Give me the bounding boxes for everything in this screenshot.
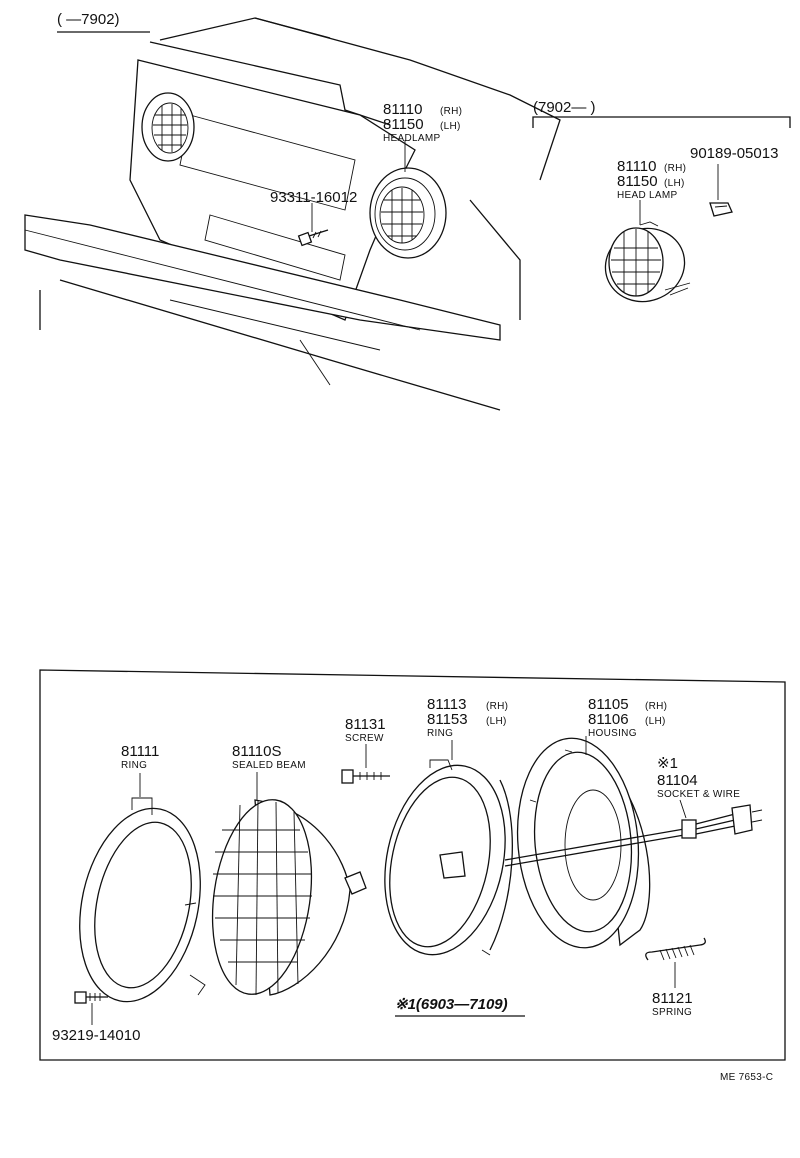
inner-ring-part-number-lh: 81153 (427, 711, 468, 728)
part-name: HEADLAMP (383, 133, 440, 144)
socket-part-number: 81104 (657, 772, 698, 789)
spring-icon (645, 937, 706, 961)
outer-ring-name: RING (121, 760, 147, 771)
rh-tag: (RH) (440, 106, 462, 117)
bolt-icon (74, 991, 108, 1004)
sealed-beam-name: SEALED BEAM (232, 760, 306, 771)
clip-icon (709, 202, 733, 217)
housing-part-number-rh: 81105 (588, 696, 629, 713)
clip-part-number: 90189-05013 (690, 145, 778, 162)
rh-tag: (RH) (645, 701, 667, 712)
socket-wire-icon (504, 804, 763, 867)
screw-icon (341, 769, 390, 784)
exploded-view: 81111 RING 93219-14010 (39, 669, 786, 1061)
rh-tag: (RH) (486, 701, 508, 712)
spring-part-number: 81121 (652, 990, 693, 1007)
part-number-lh: 81150 (617, 173, 658, 190)
top-left-range: ( —7902) (57, 11, 150, 33)
range-label-post-7902: (7902— ) (533, 99, 596, 116)
top-right-section: (7902— ) 90189-05013 81110 (RH) 81150 (L… (532, 99, 791, 303)
top-left-headlamp-label: 81110 (RH) 81150 (LH) HEADLAMP (383, 101, 462, 144)
lh-tag: (LH) (440, 121, 461, 132)
footnote-range: ※1(6903—7109) (395, 996, 508, 1013)
housing-icon (516, 737, 651, 949)
bolt-part-number: 93219-14010 (52, 1027, 140, 1044)
spring-name: SPRING (652, 1007, 692, 1018)
exploded-view-frame (39, 669, 786, 1061)
vehicle-front-illustration (24, 17, 561, 411)
sealed-beam-icon (211, 799, 367, 996)
inner-ring-name: RING (427, 728, 453, 739)
part-number-rh: 81110 (617, 158, 657, 175)
part-number-lh: 81150 (383, 116, 424, 133)
diagram-code: ME 7653-C (720, 1072, 773, 1083)
range-label-pre-7902: ( —7902) (57, 11, 120, 28)
inner-ring-icon (384, 759, 513, 956)
screw-part-number: 93311-16012 (270, 189, 357, 206)
lh-tag: (LH) (645, 716, 666, 727)
part-name: HEAD LAMP (617, 190, 678, 201)
sealed-beam-part-number: 81110S (232, 743, 282, 760)
screw-93311-icon (297, 229, 329, 247)
socket-name: SOCKET & WIRE (657, 789, 740, 800)
rh-tag: (RH) (664, 163, 686, 174)
headlamp-unit-icon (604, 221, 691, 303)
screw-name: SCREW (345, 733, 384, 744)
screw-part-number: 81131 (345, 716, 386, 733)
lh-tag: (LH) (486, 716, 507, 727)
part-number-rh: 81110 (383, 101, 423, 118)
outer-ring-part-number: 81111 (121, 743, 159, 760)
housing-part-number-lh: 81106 (588, 711, 629, 728)
socket-mark: ※1 (657, 755, 678, 772)
lh-tag: (LH) (664, 178, 685, 189)
inner-ring-part-number-rh: 81113 (427, 696, 467, 713)
housing-name: HOUSING (588, 728, 637, 739)
outer-ring-icon (79, 797, 206, 1003)
